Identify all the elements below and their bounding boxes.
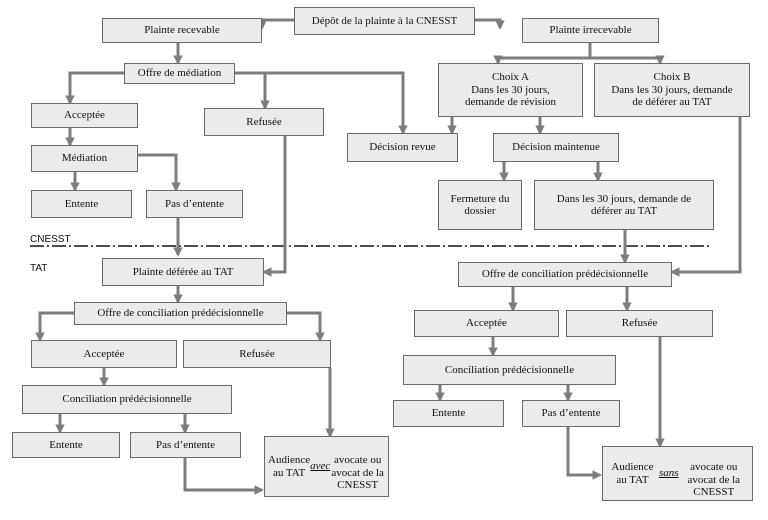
node-mediation: Médiation (31, 145, 138, 172)
node-plainte-deferee: Plainte déférée au TAT (102, 258, 264, 286)
node-audience-sans: Audience au TAT sans avocate ou avocat d… (602, 446, 753, 501)
node-plainte-recevable: Plainte recevable (102, 18, 262, 43)
node-decision-maintenue: Décision maintenue (493, 133, 619, 162)
node-entente-left: Entente (12, 432, 120, 458)
node-refusee-right: Refusée (566, 310, 713, 337)
node-decision-revue: Décision revue (347, 133, 458, 162)
node-acceptee-mediation: Acceptée (31, 103, 138, 128)
node-pas-entente-right: Pas d’entente (522, 400, 620, 427)
node-pas-entente-mediation: Pas d’entente (146, 190, 243, 218)
zone-label-cnesst: CNESST (30, 234, 71, 245)
node-offre-conciliation-left: Offre de conciliation prédécisionnelle (74, 302, 287, 325)
node-depot-plainte: Dépôt de la plainte à la CNESST (294, 7, 475, 35)
node-audience-avec: Audience au TAT avec avocate ou avocat d… (264, 436, 389, 497)
zone-label-tat: TAT (30, 263, 48, 274)
node-choix-a: Choix A Dans les 30 jours, demande de ré… (438, 63, 583, 117)
node-offre-conciliation-right: Offre de conciliation prédécisionnelle (458, 262, 672, 287)
node-offre-mediation: Offre de médiation (124, 63, 235, 84)
node-choix-b: Choix B Dans les 30 jours, demande de dé… (594, 63, 750, 117)
node-refusee-left: Refusée (183, 340, 331, 368)
node-fermeture-dossier: Fermeture du dossier (438, 180, 522, 230)
node-acceptee-left: Acceptée (31, 340, 177, 368)
node-entente-mediation: Entente (31, 190, 132, 218)
node-refusee-mediation: Refusée (204, 108, 324, 136)
node-deferer-tat: Dans les 30 jours, demande de déférer au… (534, 180, 714, 230)
node-plainte-irrecevable: Plainte irrecevable (522, 18, 659, 43)
node-pas-entente-left: Pas d’entente (130, 432, 241, 458)
node-entente-right: Entente (393, 400, 504, 427)
node-conciliation-right: Conciliation prédécisionnelle (403, 355, 616, 385)
node-conciliation-left: Conciliation prédécisionnelle (22, 385, 232, 414)
node-acceptee-right: Acceptée (414, 310, 559, 337)
